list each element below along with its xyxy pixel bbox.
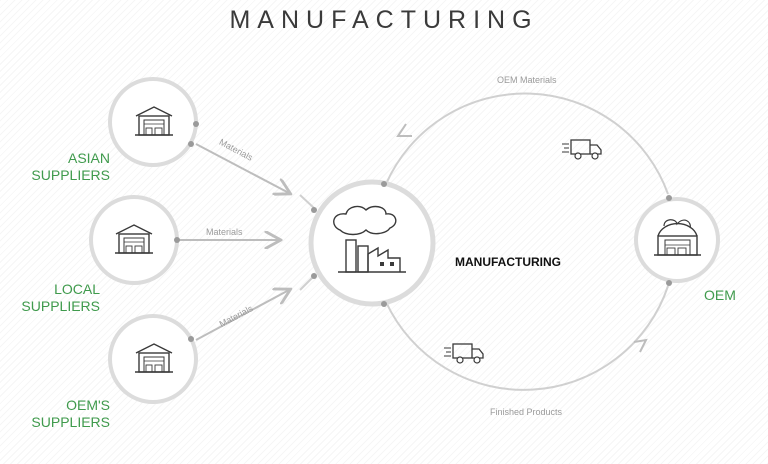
oem-label: OEM — [704, 287, 736, 303]
oem-materials-loop — [385, 92, 669, 195]
factory-icon — [333, 205, 406, 273]
local-suppliers-label: LOCAL SUPPLIERS — [14, 281, 100, 315]
node-local-suppliers — [89, 195, 180, 285]
asian-materials-arrow — [195, 143, 289, 193]
asian-suppliers-label: ASIAN SUPPLIERS — [24, 150, 110, 184]
local-suppliers-line2: SUPPLIERS — [21, 298, 100, 314]
node-oems-suppliers — [108, 314, 198, 404]
oems-materials-label: Materials — [218, 303, 255, 329]
asian-suppliers-line2: SUPPLIERS — [31, 167, 110, 183]
asian-suppliers-line1: ASIAN — [67, 150, 110, 166]
oems-suppliers-line1: OEM'S — [66, 397, 110, 413]
finished-products-label: Finished Products — [490, 407, 563, 417]
finished-products-arrowhead — [633, 338, 648, 353]
truck-icon — [443, 343, 484, 364]
node-oem — [634, 195, 720, 286]
oems-suppliers-label: OEM'S SUPPLIERS — [24, 397, 110, 431]
node-asian-suppliers — [108, 77, 199, 167]
node-manufacturing — [308, 179, 436, 307]
truck-icon — [561, 139, 602, 160]
finished-products-loop — [385, 285, 669, 391]
manufacturing-label: MANUFACTURING — [455, 255, 561, 269]
page-title: MANUFACTURING — [229, 6, 539, 34]
oem-materials-label: OEM Materials — [497, 75, 557, 85]
oem-materials-arrowhead — [396, 123, 412, 137]
oem-warehouse-icon — [654, 219, 701, 256]
local-materials-label: Materials — [206, 227, 243, 237]
oems-suppliers-line2: SUPPLIERS — [31, 414, 110, 430]
local-suppliers-line1: LOCAL — [54, 281, 100, 297]
oems-materials-arrow — [195, 290, 289, 341]
